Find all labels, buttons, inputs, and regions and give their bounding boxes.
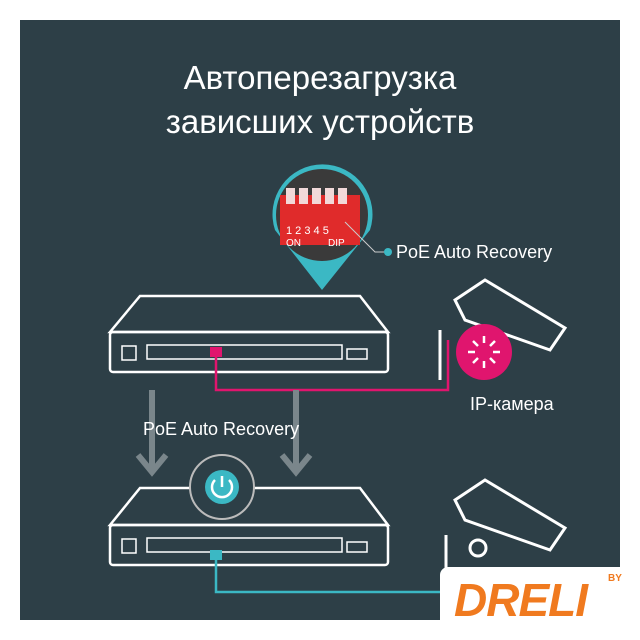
camera-top-icon [438,278,568,380]
logo-by: BY [608,573,622,584]
camera-fault-indicator [456,324,512,380]
ip-camera-label: IP-камера [470,394,554,414]
loading-spinner-icon [468,336,500,368]
recovered-port [210,550,222,560]
fault-cable [214,340,450,392]
down-arrow-icons [135,390,313,477]
dip-label: DIP [328,238,345,249]
dip-switch-callout: 1 2 3 4 5 ON DIP [272,164,392,290]
switch-bottom [107,486,391,567]
poe-auto-recovery-label-middle: PoE Auto Recovery [143,419,300,439]
switch-top [107,294,391,374]
logo-text: DRELI [454,574,588,626]
recovered-cable [214,560,440,594]
title-line-2: зависших устройств [165,103,475,140]
dip-numbers: 1 2 3 4 5 [286,225,329,237]
dip-on-label: ON [286,238,301,249]
faulty-port [210,347,222,357]
title-line-1: Автоперезагрузка [183,59,457,96]
camera-bottom-icon [444,478,568,570]
poe-auto-recovery-label-top: PoE Auto Recovery [396,242,553,262]
dreli-logo: DRELI BY [440,567,640,640]
